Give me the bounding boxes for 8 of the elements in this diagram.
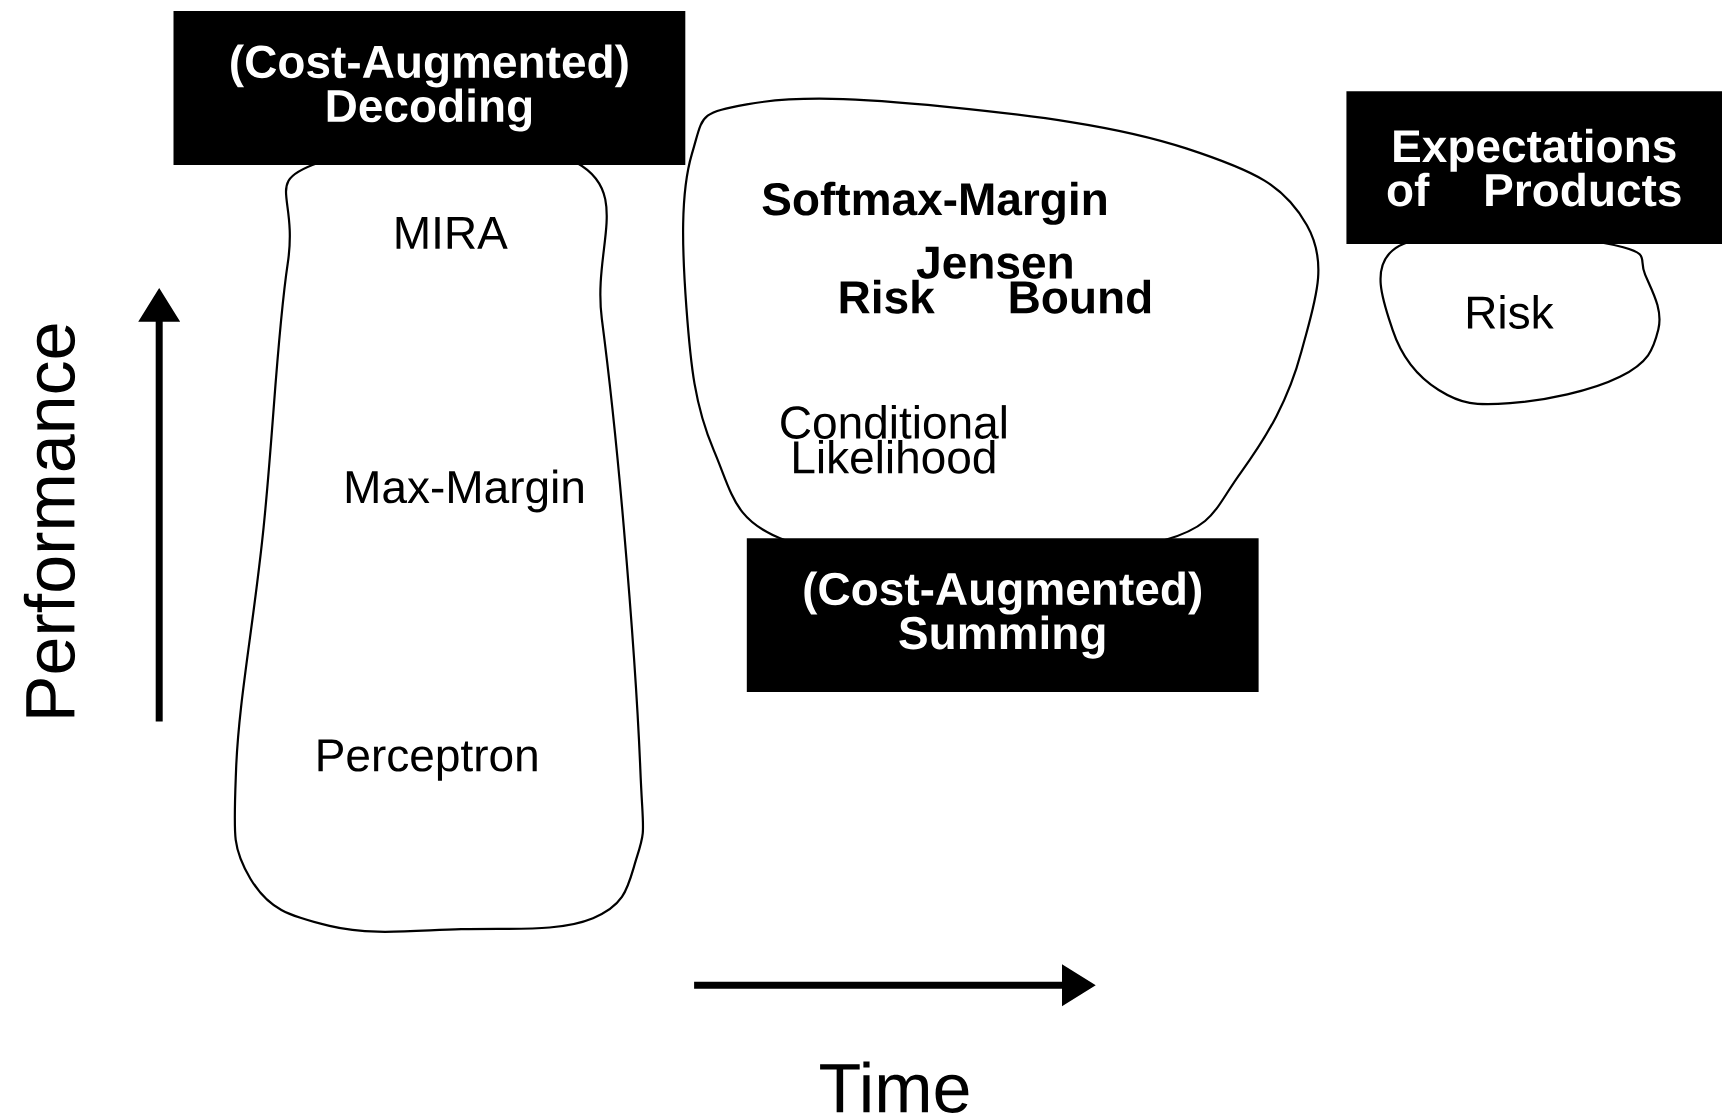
axis-label: Performance (23, 324, 76, 717)
heading-box: (Cost-Augmented) Decoding (173, 11, 686, 165)
axis-label: Time (820, 1061, 969, 1113)
blob-region: MIRA Max-Margin Perceptron (233, 142, 645, 933)
heading-box: Expectations of Products (1346, 91, 1722, 244)
heading-box: (Cost-Augmented) Summing (746, 538, 1259, 692)
blob-region: Softmax-Margin Jensen Risk Bound Conditional Likelihood (682, 97, 1320, 554)
blob-region: Risk (1379, 235, 1661, 406)
